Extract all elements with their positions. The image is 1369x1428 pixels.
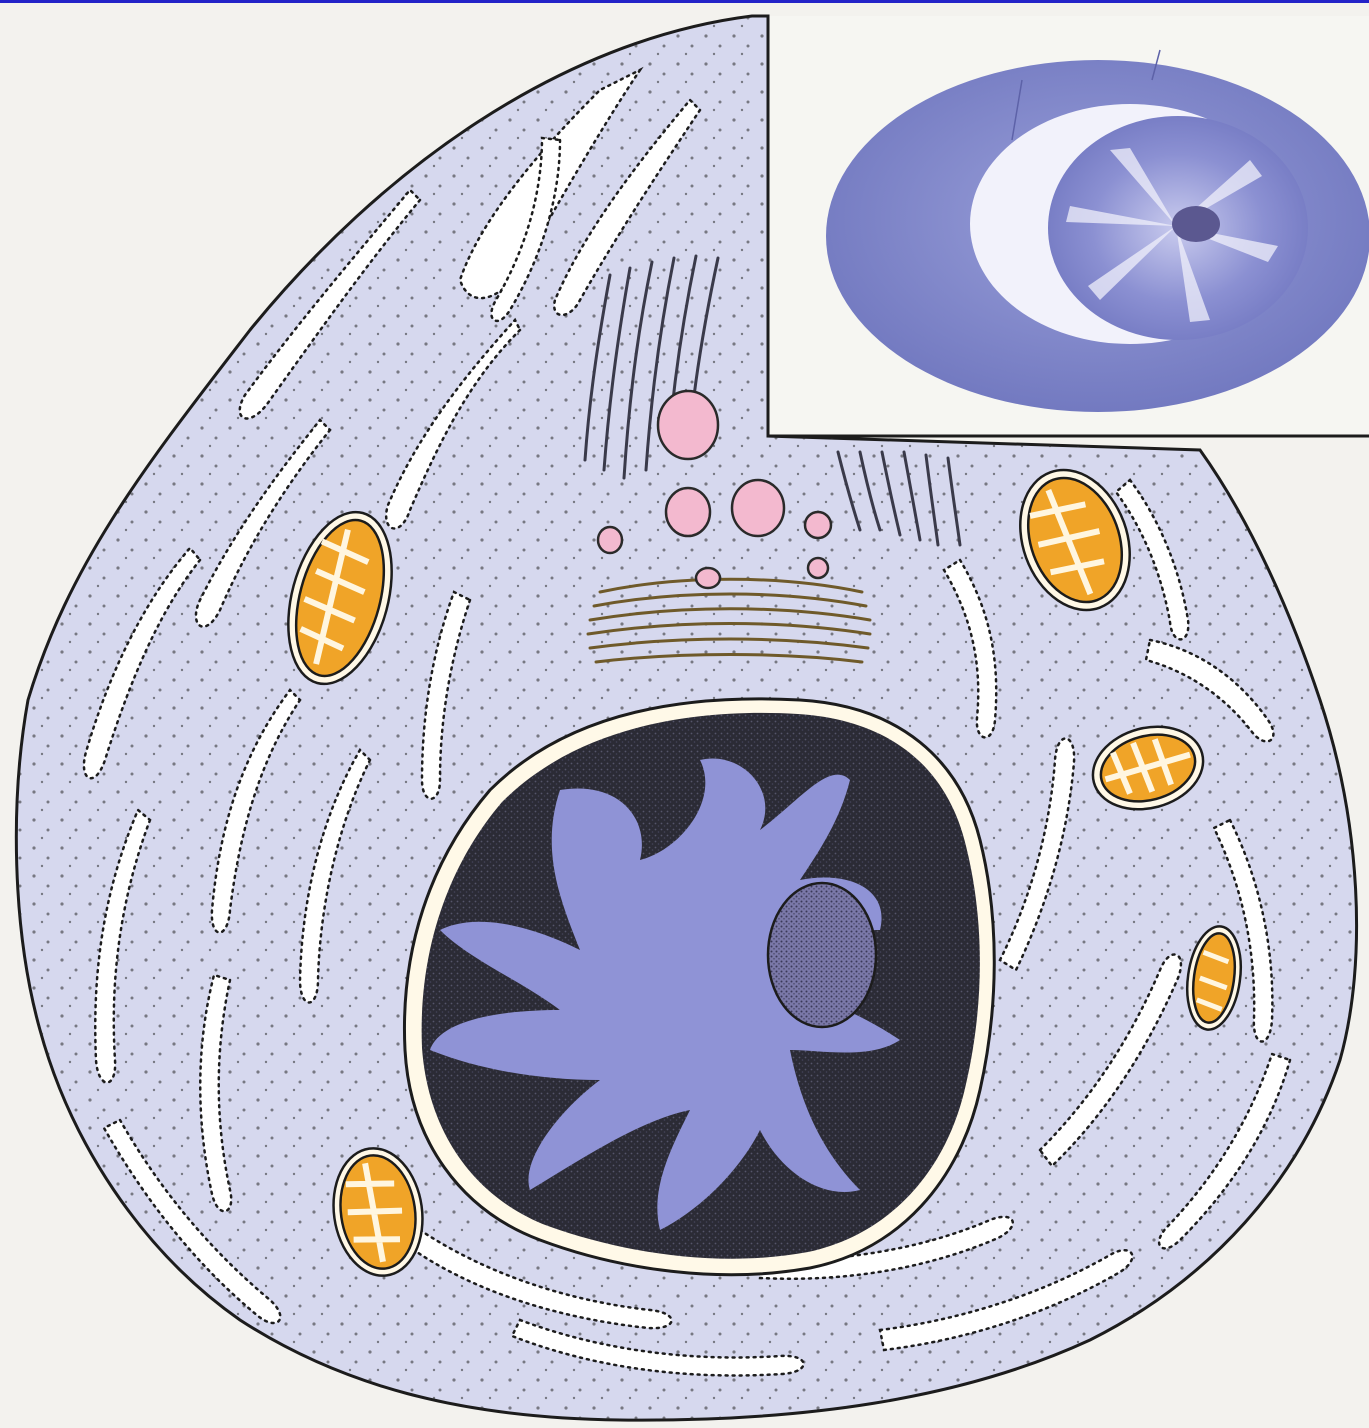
inset-nucleolus-icon [1172,206,1220,242]
vesicle-icon [808,558,828,578]
vesicle-icon [658,391,718,459]
nucleolus-icon [768,883,876,1027]
vesicle-icon [696,568,720,588]
nucleus-icon [404,699,994,1275]
inset-panel [768,16,1369,436]
vesicle-icon [598,527,622,553]
vesicle-icon [666,488,710,536]
vesicle-icon [805,512,831,538]
vesicle-icon [732,480,784,536]
